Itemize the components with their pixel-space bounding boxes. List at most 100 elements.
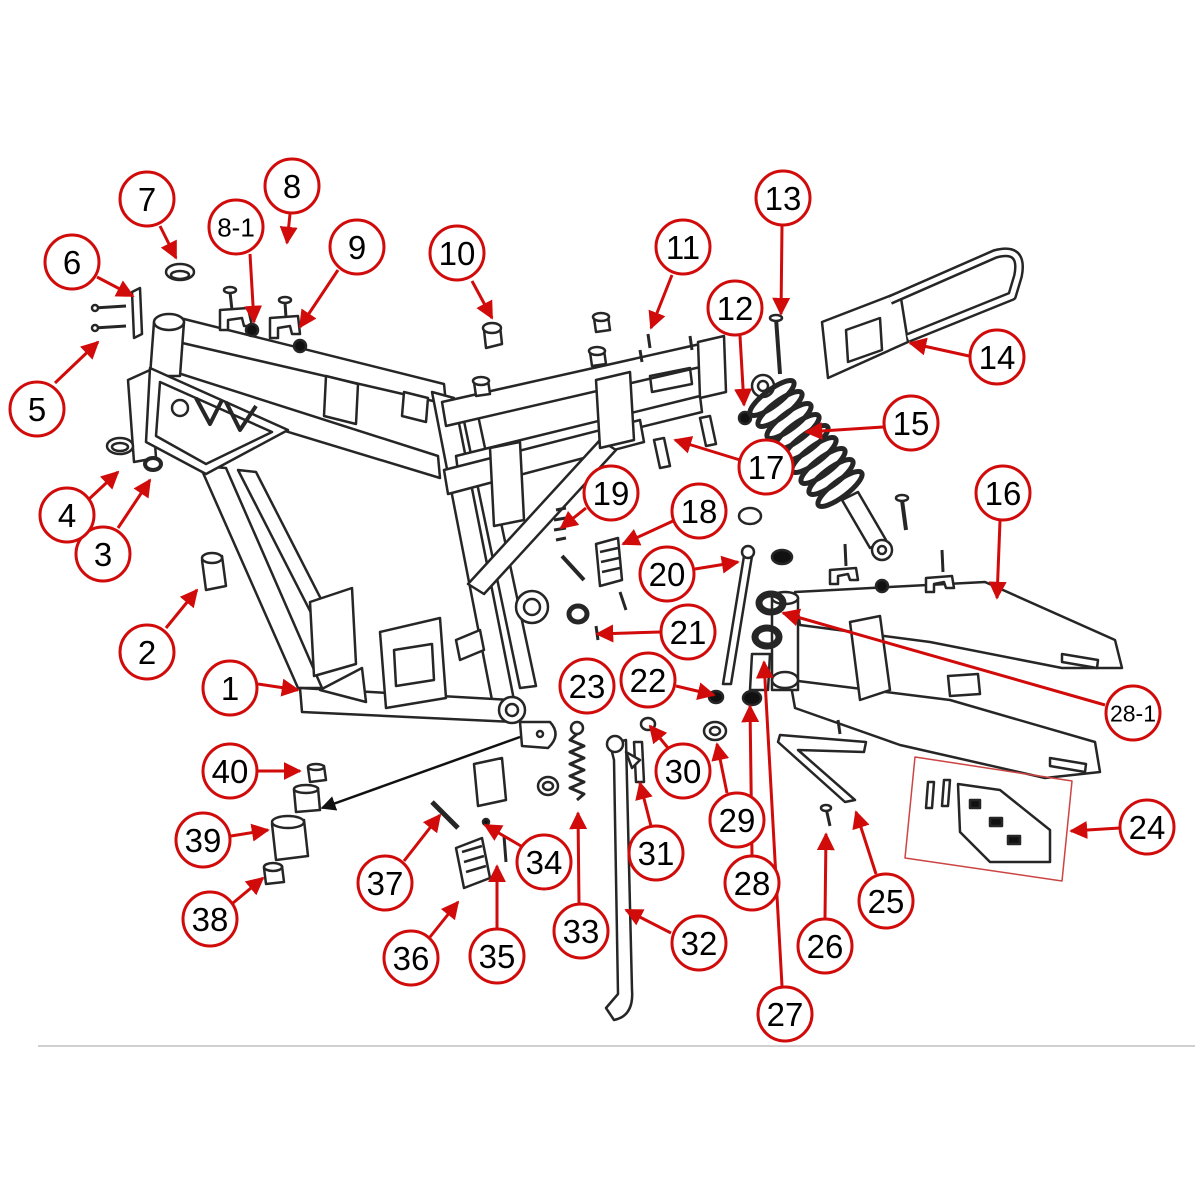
footpeg-left bbox=[432, 758, 558, 888]
callout-leader-arrow bbox=[402, 813, 442, 862]
callout-circle bbox=[181, 890, 239, 948]
callout-leader-arrow bbox=[772, 225, 791, 316]
callout-7: 7 bbox=[118, 170, 178, 260]
callout-circle bbox=[356, 854, 414, 912]
callout-number: 24 bbox=[1129, 809, 1166, 846]
callout-9: 9 bbox=[298, 218, 386, 329]
callout-circle bbox=[619, 651, 677, 709]
callout-leader-arrow bbox=[624, 908, 672, 935]
callout-number: 25 bbox=[868, 883, 905, 920]
callout-number: 5 bbox=[28, 391, 46, 428]
callout-11: 11 bbox=[648, 218, 712, 330]
callout-number: 28 bbox=[734, 865, 771, 902]
callout-40: 40 bbox=[201, 742, 302, 800]
callout-leader-arrow bbox=[244, 253, 263, 324]
callout-33: 33 bbox=[552, 811, 610, 960]
callout-leader-arrow bbox=[53, 340, 100, 385]
callout-leader-arrow bbox=[257, 678, 300, 697]
callout-24: 24 bbox=[1069, 798, 1176, 856]
swingarm-pivot-mount bbox=[499, 591, 556, 748]
callout-16: 16 bbox=[974, 464, 1032, 600]
callout-circle bbox=[118, 170, 176, 228]
callout-circle bbox=[552, 902, 610, 960]
callout-number: 16 bbox=[985, 475, 1022, 512]
callout-8: 8 bbox=[263, 157, 321, 245]
callout-circle bbox=[468, 927, 526, 985]
callout-leader-arrow bbox=[804, 421, 884, 440]
kickstand bbox=[606, 736, 640, 1020]
callout-circle bbox=[968, 328, 1026, 386]
callout-28-1: 28-1 bbox=[781, 608, 1162, 742]
callout-circle bbox=[706, 279, 764, 337]
rubber-mounts bbox=[473, 313, 692, 396]
callout-12: 12 bbox=[706, 279, 764, 407]
callout-37: 37 bbox=[356, 813, 442, 912]
rear-shock bbox=[739, 315, 908, 560]
callout-circle bbox=[558, 657, 616, 715]
callout-number: 21 bbox=[670, 614, 707, 651]
callout-8-1: 8-1 bbox=[207, 198, 265, 324]
callout-number: 3 bbox=[94, 536, 112, 573]
callout-number: 18 bbox=[681, 493, 718, 530]
callout-leader-arrow bbox=[734, 335, 753, 407]
callout-circle bbox=[515, 833, 573, 891]
callout-1: 1 bbox=[201, 659, 300, 717]
callout-leader-arrow bbox=[428, 900, 460, 938]
callout-15: 15 bbox=[804, 394, 940, 452]
main-frame bbox=[128, 318, 536, 722]
callout-leader-arrow bbox=[673, 436, 741, 462]
callout-36: 36 bbox=[382, 900, 460, 987]
callout-number: 26 bbox=[807, 928, 844, 965]
callout-leader-arrow bbox=[569, 811, 588, 904]
callout-28: 28 bbox=[723, 704, 781, 912]
callout-25: 25 bbox=[852, 810, 915, 930]
callout-leader-arrow bbox=[988, 520, 1007, 600]
callout-leader-arrow bbox=[559, 506, 587, 530]
callout-circle bbox=[582, 464, 640, 522]
callout-leader-arrow bbox=[694, 555, 740, 574]
callout-circle bbox=[756, 985, 814, 1043]
chain-guide-box bbox=[905, 757, 1072, 881]
callout-circle bbox=[38, 486, 96, 544]
callout-circle bbox=[974, 464, 1032, 522]
callout-circle bbox=[638, 545, 696, 603]
callout-10: 10 bbox=[428, 224, 494, 320]
callout-leader-arrow bbox=[621, 519, 674, 546]
callout-number: 22 bbox=[630, 662, 667, 699]
callout-leader-arrow bbox=[711, 742, 730, 794]
callout-circle bbox=[118, 623, 176, 681]
callout-circle bbox=[201, 659, 259, 717]
callout-3: 3 bbox=[74, 478, 152, 583]
callout-19: 19 bbox=[559, 464, 640, 530]
callout-circle bbox=[882, 394, 940, 452]
callout-number: 14 bbox=[979, 339, 1016, 376]
footpeg-right bbox=[554, 508, 626, 640]
callout-circle bbox=[654, 218, 712, 276]
callout-number: 23 bbox=[569, 668, 606, 705]
callout-38: 38 bbox=[181, 876, 265, 948]
callout-27: 27 bbox=[755, 660, 814, 1043]
kickstand-spring bbox=[570, 722, 584, 800]
callout-number: 4 bbox=[58, 497, 76, 534]
callout-circle bbox=[723, 854, 781, 912]
callout-leader-arrow bbox=[816, 832, 835, 919]
callout-18: 18 bbox=[621, 482, 728, 546]
callout-leader-arrow bbox=[908, 337, 970, 358]
callout-circle bbox=[263, 157, 321, 215]
callout-circle bbox=[627, 824, 685, 882]
callout-circle bbox=[737, 438, 795, 496]
callout-leader-arrow bbox=[158, 225, 178, 260]
callout-circle bbox=[670, 914, 728, 972]
callout-2: 2 bbox=[118, 588, 199, 681]
assembly-arrow bbox=[320, 735, 521, 811]
callout-leader-arrow bbox=[755, 660, 784, 987]
callout-leader-arrow bbox=[483, 823, 522, 848]
rear-subframe bbox=[442, 336, 726, 594]
callout-number: 32 bbox=[681, 925, 718, 962]
callout-30: 30 bbox=[648, 724, 712, 800]
callout-number: 37 bbox=[367, 865, 404, 902]
callout-number: 19 bbox=[593, 475, 630, 512]
callout-number: 6 bbox=[63, 244, 81, 281]
